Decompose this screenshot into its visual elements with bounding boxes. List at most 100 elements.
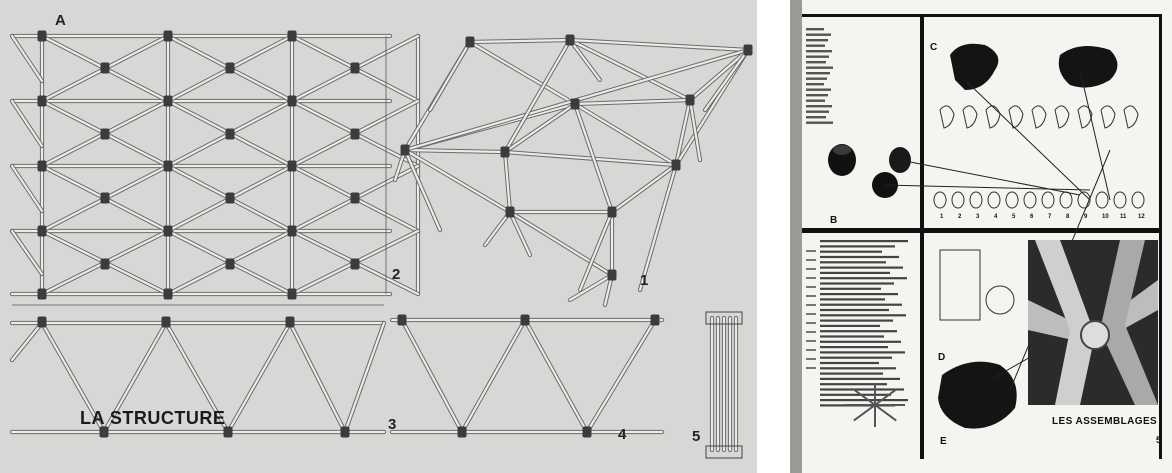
text-line [820,277,907,280]
tube-highlight [503,150,678,167]
tube-highlight [688,48,750,102]
part-ring [1041,191,1055,209]
tube-highlight [10,229,44,276]
tube-highlight [40,321,106,434]
tube-highlight [226,321,292,434]
text-line [806,50,832,53]
part-ring [1023,191,1037,209]
tube-highlight [585,318,657,434]
text-line [806,39,828,42]
text-line [806,99,825,102]
piece-number: 6 [1030,214,1034,220]
section-label-b: B [830,215,838,226]
text-line [820,319,893,322]
tube-highlight [428,40,472,112]
connector-node [685,94,695,106]
text-line [820,287,881,290]
tube-highlight [483,210,512,247]
connector-node [163,30,173,42]
bundle-cap [705,445,743,459]
tube-highlight [610,163,678,214]
connector-node [743,44,753,56]
connector-clip [950,43,999,90]
text-line [806,66,833,69]
connector-node [163,288,173,300]
text-line [806,83,824,86]
text-line [806,322,816,324]
text-line [820,388,904,391]
piece-number: 9 [1084,214,1088,220]
part-outline [1077,105,1093,129]
text-line [806,358,816,360]
leader-line [884,184,1091,191]
connector-node [350,192,360,204]
connector-node [287,30,297,42]
tube-highlight [403,148,442,232]
connector-node [607,206,617,218]
tube-highlight [164,321,230,434]
connector-node [287,95,297,107]
tube-highlight [102,321,168,434]
connector-node [100,192,110,204]
text-line [806,61,826,64]
text-line [806,110,829,113]
part-ring [933,191,947,209]
tube-highlight [503,102,577,154]
tube-highlight [573,102,678,167]
tube-highlight [523,318,589,434]
tube-highlight [573,98,692,106]
leader-line [964,79,1091,201]
connector-node [287,288,297,300]
text-line [806,304,816,306]
part-ring [951,191,965,209]
connector-node [100,128,110,140]
assemblies-illustration [790,0,1172,473]
exploded-part [939,249,981,321]
page-number: 5 [1156,435,1162,445]
tube-highlight [688,98,702,162]
piece-number: 11 [1120,214,1127,220]
text-line [806,250,816,252]
text-line [806,367,816,369]
part-outline [1100,105,1116,129]
text-line [820,367,896,370]
section-label-c: C [930,42,938,53]
figure-label-4: 4 [618,426,627,443]
text-line [806,331,816,333]
text-line [820,240,908,243]
piece-number: 4 [994,214,998,220]
connector-node [650,314,660,326]
text-line [806,105,832,108]
tube-highlight [468,38,572,44]
connector-node [100,62,110,74]
text-line [806,77,827,80]
text-line [820,261,886,264]
tube-highlight [568,273,614,302]
part-outline [1123,105,1139,129]
text-line [820,298,885,301]
connector-node [37,288,47,300]
tube-highlight [503,38,572,154]
connector-node [225,192,235,204]
text-line [820,346,888,349]
tube-highlight [508,210,614,277]
text-line [820,372,883,375]
text-line [820,324,880,327]
text-line [806,277,816,279]
piece-number: 5 [1012,214,1016,220]
connector-node [223,426,233,438]
connector-node [287,160,297,172]
connector-node [505,206,515,218]
tube-highlight [568,38,692,102]
piece-number: 8 [1066,214,1070,220]
tube-highlight [638,163,678,292]
exploded-spoke [853,388,876,406]
text-line [820,266,903,269]
exploded-spoke [853,404,876,422]
page-fold-shadow [790,0,802,473]
text-line [806,44,825,47]
tube-highlight [503,150,512,214]
text-line [806,259,816,261]
tube-highlight [508,210,532,257]
